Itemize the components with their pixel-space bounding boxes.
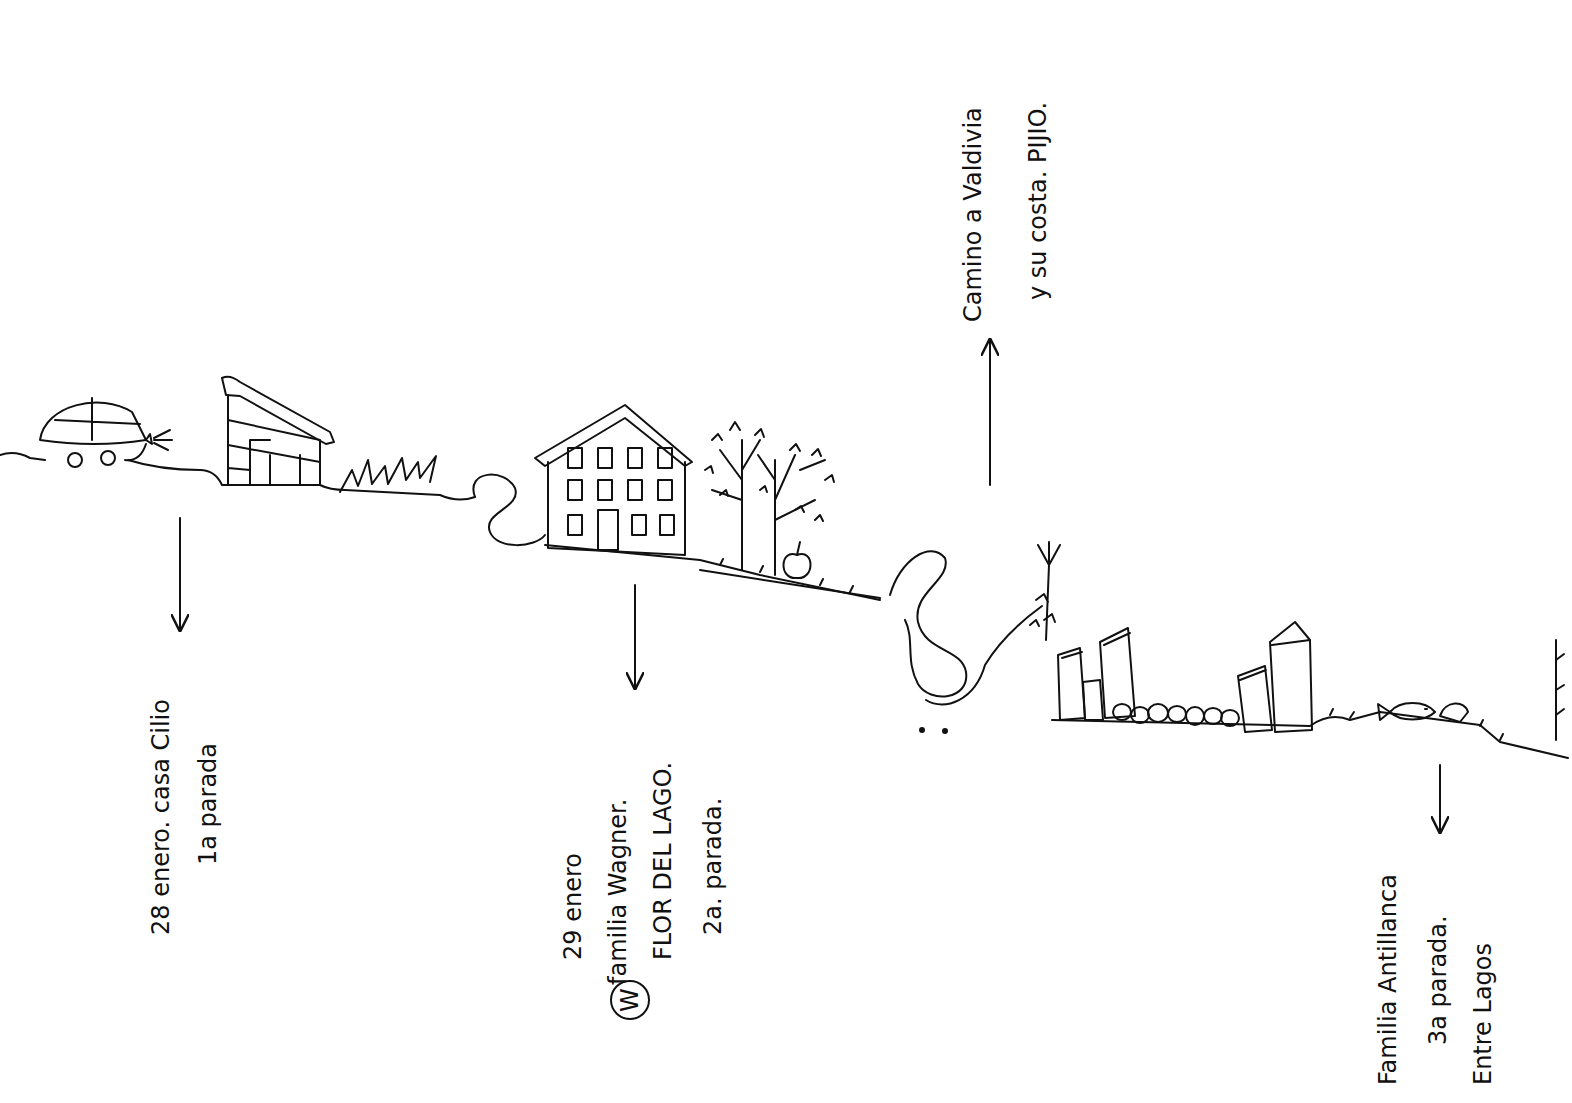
sketch-stroke — [628, 448, 642, 468]
sketch-stroke — [568, 480, 582, 500]
apple — [783, 542, 810, 578]
stop-note: Familia Antillanca — [1375, 874, 1401, 1085]
ground-line — [0, 453, 475, 499]
stop-note: 28 enero. casa Cilio — [148, 699, 174, 935]
stone — [1238, 666, 1272, 732]
car — [55, 398, 140, 440]
sketch-stroke — [568, 515, 582, 535]
route-note: y su costa. PIJIO. — [1025, 102, 1051, 300]
sketch-stroke — [598, 480, 612, 500]
sketch-stroke — [658, 480, 672, 500]
circled-letter: W — [617, 988, 643, 1012]
sketch-stroke — [1148, 704, 1168, 722]
fish — [1440, 703, 1468, 722]
stop-note: Entre Lagos — [1470, 943, 1496, 1085]
stop-note: 3a parada. — [1425, 915, 1451, 1045]
car-wheel — [68, 453, 82, 467]
leader-arrow — [179, 518, 181, 630]
dot — [920, 728, 924, 732]
stop-note: 1a parada — [195, 743, 221, 865]
sketch-stroke — [1186, 707, 1204, 725]
headlight — [125, 430, 172, 460]
stop-note: 29 enero — [560, 853, 586, 960]
stone — [1270, 622, 1312, 732]
sketch-stroke — [568, 448, 582, 468]
sketch-stroke — [1168, 706, 1186, 722]
stop-note: 2a. parada. — [700, 798, 726, 935]
rocks — [1113, 704, 1239, 726]
sketch-stroke — [660, 515, 674, 535]
ground-line — [545, 545, 880, 600]
tree — [1556, 640, 1564, 740]
tree — [712, 440, 825, 575]
sketch-stroke — [658, 448, 672, 468]
winding-road — [890, 551, 1042, 704]
sketch-stroke — [598, 510, 618, 550]
sketch-stroke — [628, 480, 642, 500]
dot — [943, 729, 947, 733]
sketch-stroke — [1113, 704, 1131, 720]
stop-note: familia Wagner. — [605, 799, 631, 985]
cabin — [222, 377, 334, 444]
sketch-stroke — [1221, 710, 1239, 726]
sketch-stroke — [598, 448, 612, 468]
fish — [1378, 703, 1435, 720]
house — [548, 462, 685, 555]
bush — [340, 456, 436, 492]
tree — [1030, 542, 1060, 640]
leader-arrow — [634, 585, 636, 688]
grass — [1330, 709, 1503, 740]
windows — [568, 448, 674, 550]
leader-arrow — [989, 340, 991, 485]
sketch-stroke — [1204, 708, 1222, 724]
route-note: Camino a Valdivia — [960, 107, 986, 322]
stone — [1083, 680, 1103, 720]
stop-note: FLOR DEL LAGO. — [650, 762, 676, 960]
circle-mark — [611, 981, 649, 1019]
ground-line — [1052, 712, 1568, 758]
sketch-stroke — [0, 340, 1568, 1019]
cabin — [228, 395, 320, 485]
house — [535, 405, 692, 466]
car-wheel — [101, 451, 115, 465]
winding-road — [473, 475, 545, 545]
leader-arrow — [1439, 765, 1441, 832]
grass — [700, 559, 880, 598]
tree-foliage — [705, 422, 834, 521]
sketch-stroke — [1131, 707, 1149, 723]
sketch-stroke — [632, 515, 646, 535]
stone — [1058, 648, 1085, 720]
